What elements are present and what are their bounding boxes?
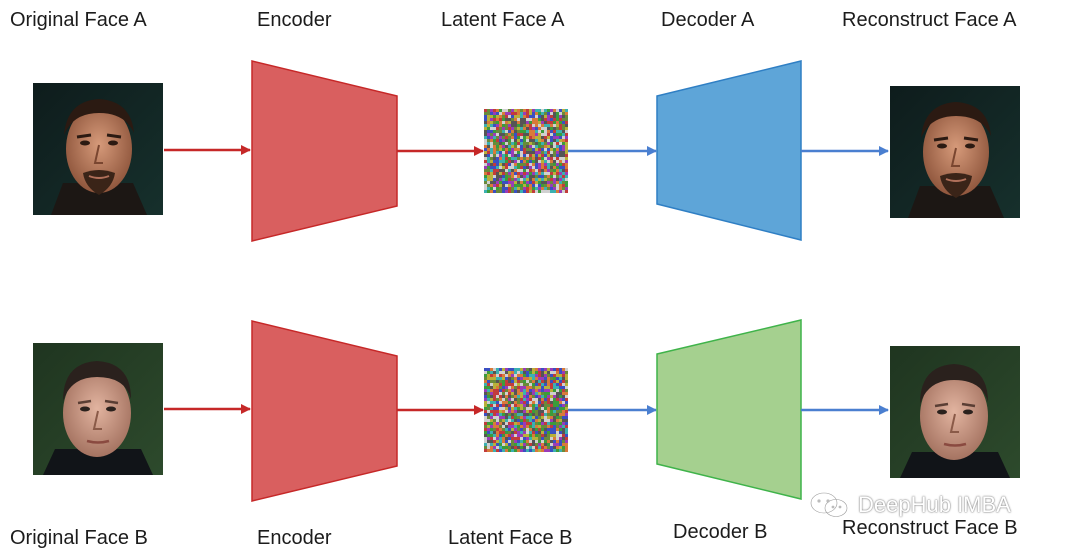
label-decoder-a: Decoder A	[661, 9, 755, 31]
encoder-b-shape	[251, 320, 398, 502]
original-face-a-image	[31, 81, 165, 217]
reconstruct-face-b-image	[888, 344, 1022, 480]
watermark-text: DeepHub IMBA	[858, 492, 1011, 517]
latent-face-a-noise	[484, 109, 568, 193]
original-face-b-image	[31, 341, 165, 477]
encoder-a-shape	[251, 60, 398, 242]
label-reconstruct-face-b: Reconstruct Face B	[842, 517, 1018, 539]
label-latent-face-a: Latent Face A	[441, 9, 565, 31]
label-reconstruct-face-a: Reconstruct Face A	[842, 9, 1017, 31]
decoder-a-shape	[656, 60, 802, 241]
reconstruct-face-a-image	[888, 84, 1022, 220]
label-encoder-b: Encoder	[257, 527, 332, 549]
decoder-b-shape	[656, 319, 802, 500]
wechat-icon	[810, 492, 848, 518]
label-original-face-a: Original Face A	[10, 9, 147, 31]
label-encoder-a: Encoder	[257, 9, 332, 31]
label-latent-face-b: Latent Face B	[448, 527, 573, 549]
label-decoder-b: Decoder B	[673, 521, 768, 543]
label-original-face-b: Original Face B	[10, 527, 148, 549]
latent-face-b-noise	[484, 368, 568, 452]
watermark: DeepHub IMBA	[808, 490, 1011, 520]
